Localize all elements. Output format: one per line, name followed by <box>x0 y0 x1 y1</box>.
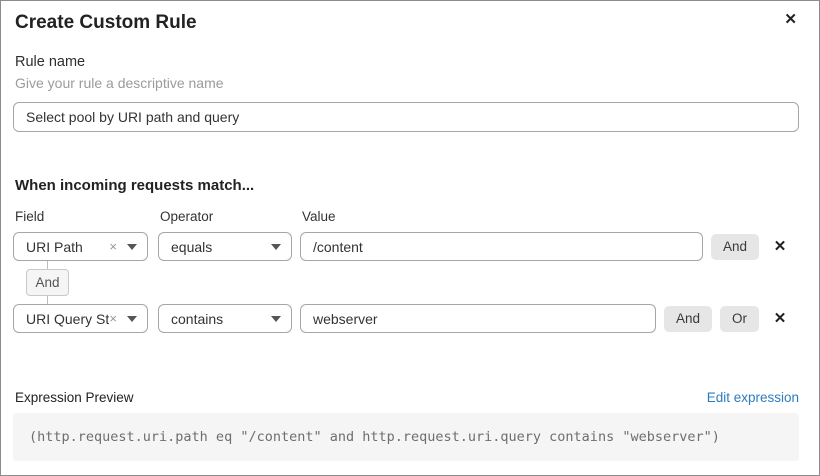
chevron-down-icon <box>127 243 137 250</box>
field-select-value: URI Query St... <box>26 310 110 327</box>
delete-row-icon[interactable]: ✕ <box>773 238 787 255</box>
value-column-label: Value <box>302 209 336 224</box>
field-select[interactable]: URI Path × <box>13 232 148 261</box>
expression-preview-label: Expression Preview <box>15 389 134 405</box>
value-input[interactable] <box>300 304 656 333</box>
condition-row: URI Path × equals And ✕ <box>13 232 799 261</box>
chevron-down-icon <box>271 243 281 250</box>
operator-select[interactable]: contains <box>158 304 292 333</box>
and-button[interactable]: And <box>710 233 759 260</box>
operator-select-value: contains <box>171 310 224 327</box>
value-input[interactable] <box>300 232 703 261</box>
expression-header: Expression Preview Edit expression <box>13 389 799 405</box>
page-title: Create Custom Rule <box>15 12 197 33</box>
delete-row-icon[interactable]: ✕ <box>773 310 787 327</box>
field-select[interactable]: URI Query St... × <box>13 304 148 333</box>
rule-name-label: Rule name <box>15 54 86 70</box>
rule-name-helper: Give your rule a descriptive name <box>15 75 224 91</box>
expression-code: (http.request.uri.path eq "/content" and… <box>29 429 720 445</box>
clear-icon[interactable]: × <box>109 239 117 254</box>
operator-select[interactable]: equals <box>158 232 292 261</box>
condition-column-labels: Field Operator Value <box>13 209 799 225</box>
rule-name-input[interactable] <box>13 102 799 132</box>
condition-row: URI Query St... × contains And Or ✕ <box>13 304 799 333</box>
dialog-header: Create Custom Rule ✕ <box>13 11 799 35</box>
operator-column-label: Operator <box>160 209 214 224</box>
edit-expression-link[interactable]: Edit expression <box>706 389 799 405</box>
expression-preview-box: (http.request.uri.path eq "/content" and… <box>13 413 799 461</box>
and-button[interactable]: And <box>663 305 712 332</box>
rule-name-section: Rule name Give your rule a descriptive n… <box>13 53 799 132</box>
close-icon[interactable]: ✕ <box>784 11 797 28</box>
chevron-down-icon <box>127 315 137 322</box>
field-column-label: Field <box>15 209 45 224</box>
or-button[interactable]: Or <box>720 305 759 332</box>
row-delete-wrap: ✕ <box>761 311 799 326</box>
row-logic-buttons: And Or <box>663 305 759 332</box>
clear-icon[interactable]: × <box>109 311 117 326</box>
field-select-value: URI Path <box>26 238 83 255</box>
row-delete-wrap: ✕ <box>761 239 799 254</box>
match-section: When incoming requests match... Field Op… <box>13 176 799 333</box>
and-connector-chip: And <box>26 269 69 296</box>
match-section-heading: When incoming requests match... <box>15 177 255 194</box>
chevron-down-icon <box>271 315 281 322</box>
row-logic-buttons: And <box>710 233 759 260</box>
condition-connector: And <box>13 261 799 304</box>
operator-select-value: equals <box>171 238 213 255</box>
